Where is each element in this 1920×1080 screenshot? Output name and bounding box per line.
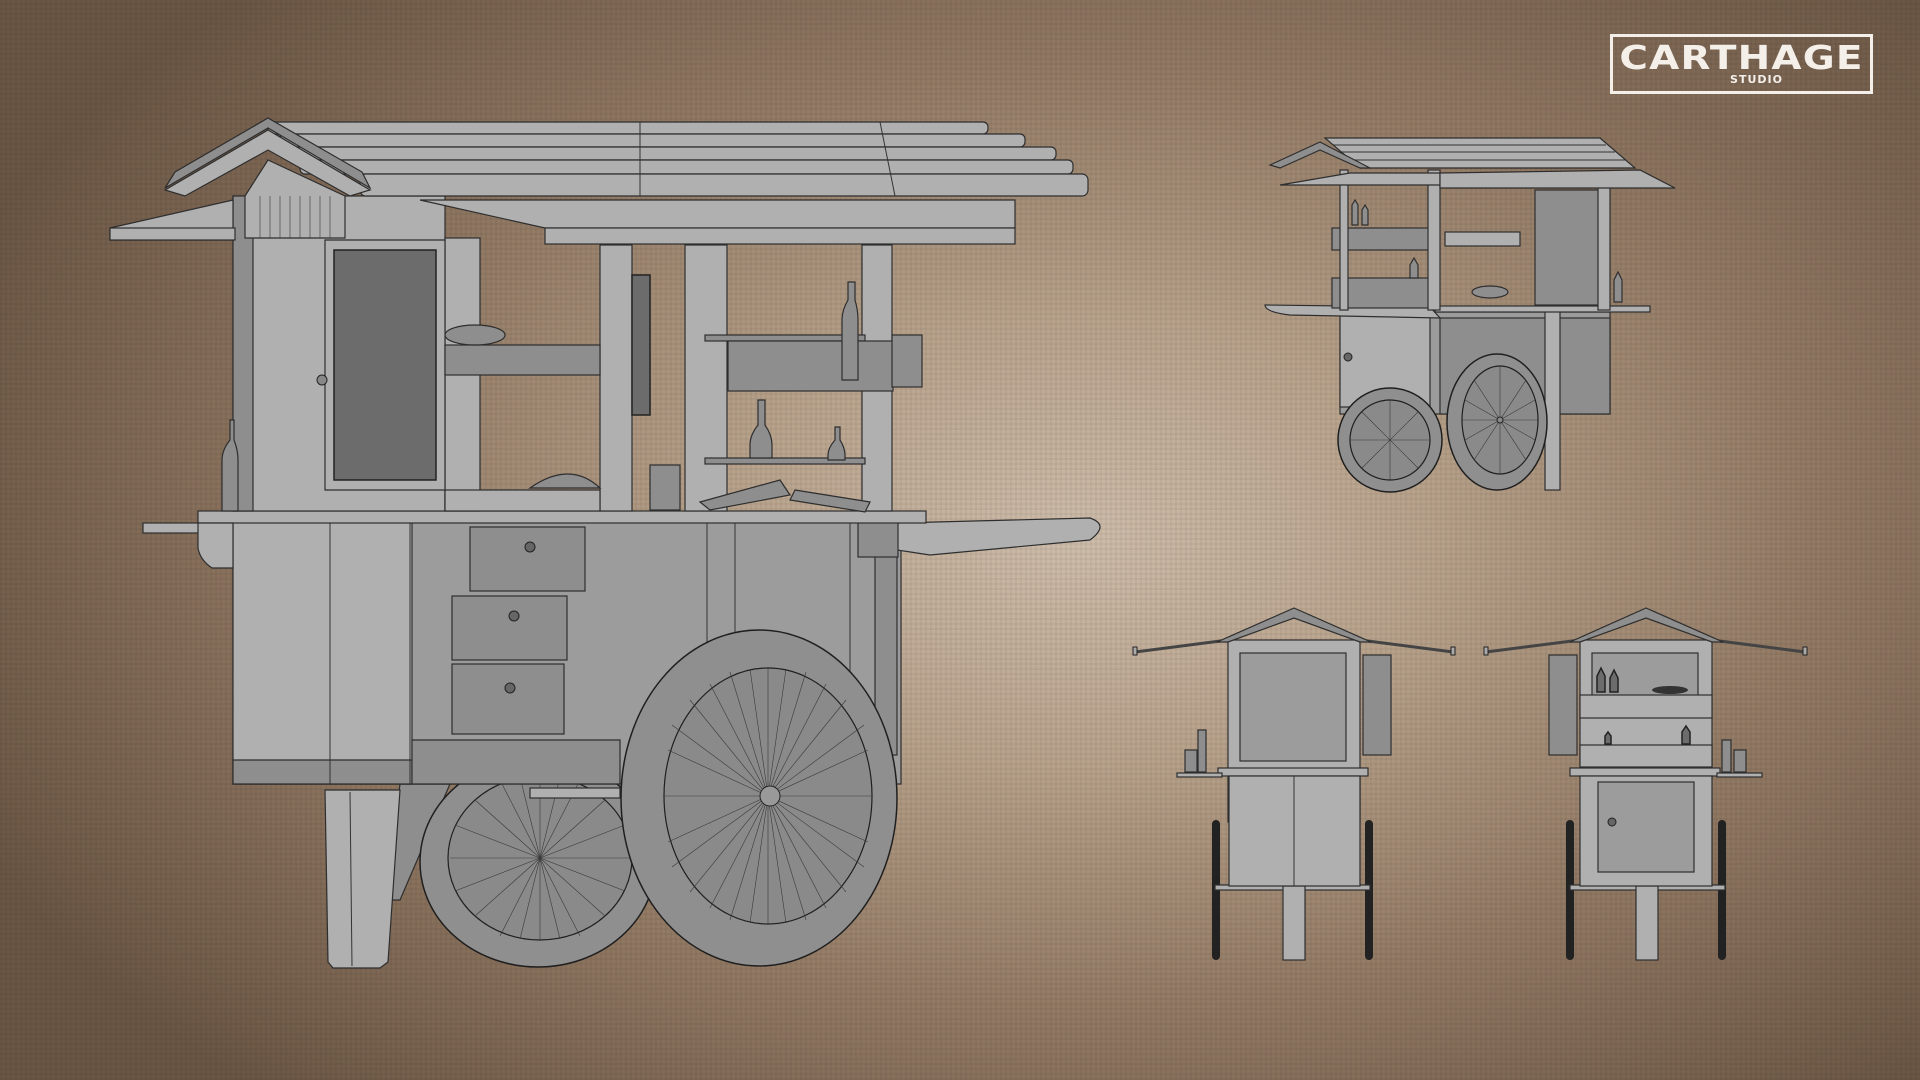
carthage-studio-logo: CARTHAGE STUDIO <box>1610 34 1873 94</box>
front-wheel <box>620 629 898 967</box>
counter-top <box>197 510 927 569</box>
perspective-roof <box>1268 137 1676 189</box>
cart-cabinet <box>232 195 923 513</box>
logo-title: CARTHAGE <box>1619 38 1864 77</box>
perspective-rear-wheel <box>1337 387 1443 493</box>
rear-wheel <box>419 756 657 968</box>
bottles <box>221 281 859 512</box>
drawers <box>451 526 586 735</box>
front-view-awning-rods <box>1132 638 1456 656</box>
logo-subtitle: STUDIO <box>1730 73 1783 86</box>
cart-roof <box>163 117 1089 239</box>
back-view-leg <box>1635 885 1659 961</box>
back-view-body <box>1548 639 1763 887</box>
perspective-front-wheel <box>1446 353 1548 491</box>
back-view-roof <box>1569 607 1724 643</box>
awning <box>109 199 1016 245</box>
front-view-roof <box>1216 607 1372 643</box>
side-tray <box>857 517 1101 558</box>
back-view-awning-rods <box>1483 638 1808 656</box>
perspective-counter <box>1264 169 1651 319</box>
front-view-body <box>1176 639 1392 887</box>
